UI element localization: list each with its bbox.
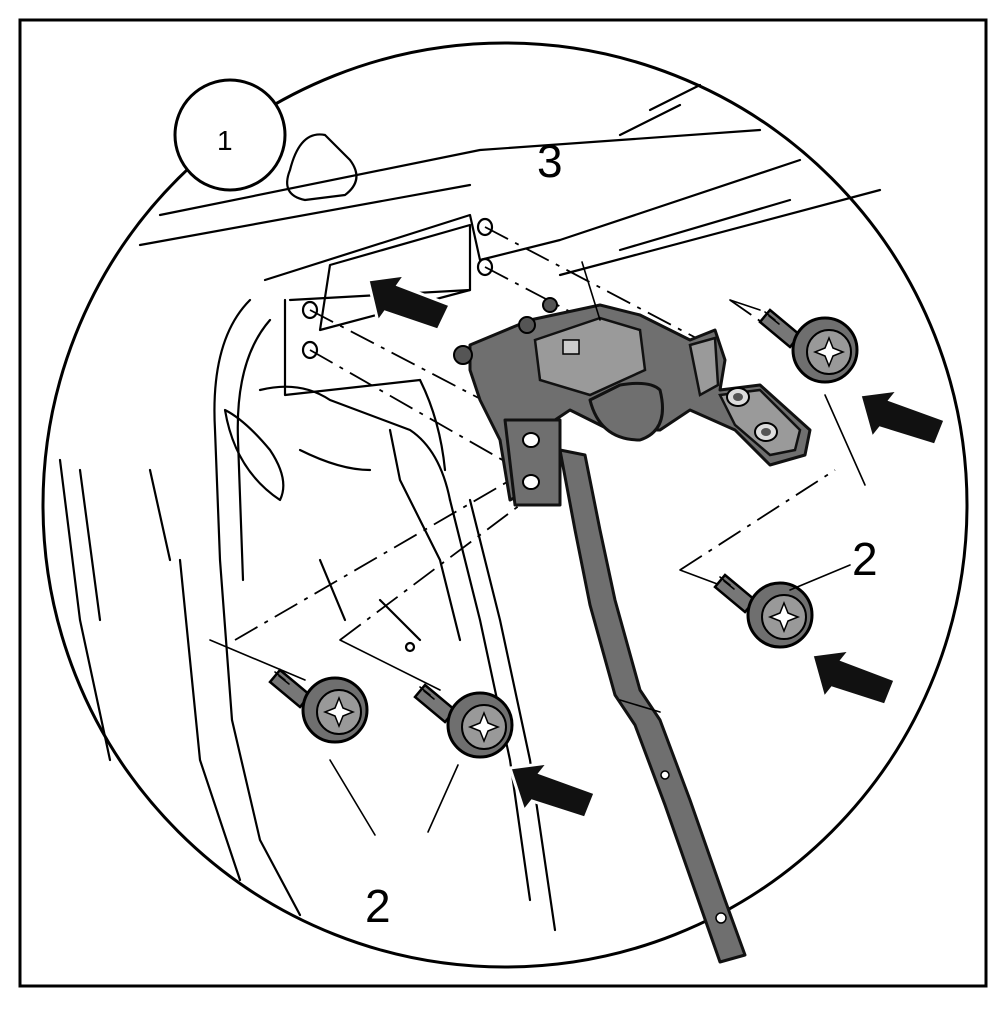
door-hinge <box>453 261 812 507</box>
direction-arrow-icon <box>366 273 947 820</box>
mounting-holes <box>301 217 494 360</box>
bolt-icon <box>268 308 859 759</box>
detail-circle <box>41 41 969 969</box>
detail-badge: 1 <box>173 78 287 192</box>
hinge-strap <box>558 448 747 964</box>
callout-hinge: 3 <box>537 135 563 187</box>
leader-lines <box>329 394 866 836</box>
detail-badge-label: 1 <box>217 125 233 156</box>
callout-screws-bottom: 2 <box>365 880 391 932</box>
callout-screws-right: 2 <box>852 533 878 585</box>
